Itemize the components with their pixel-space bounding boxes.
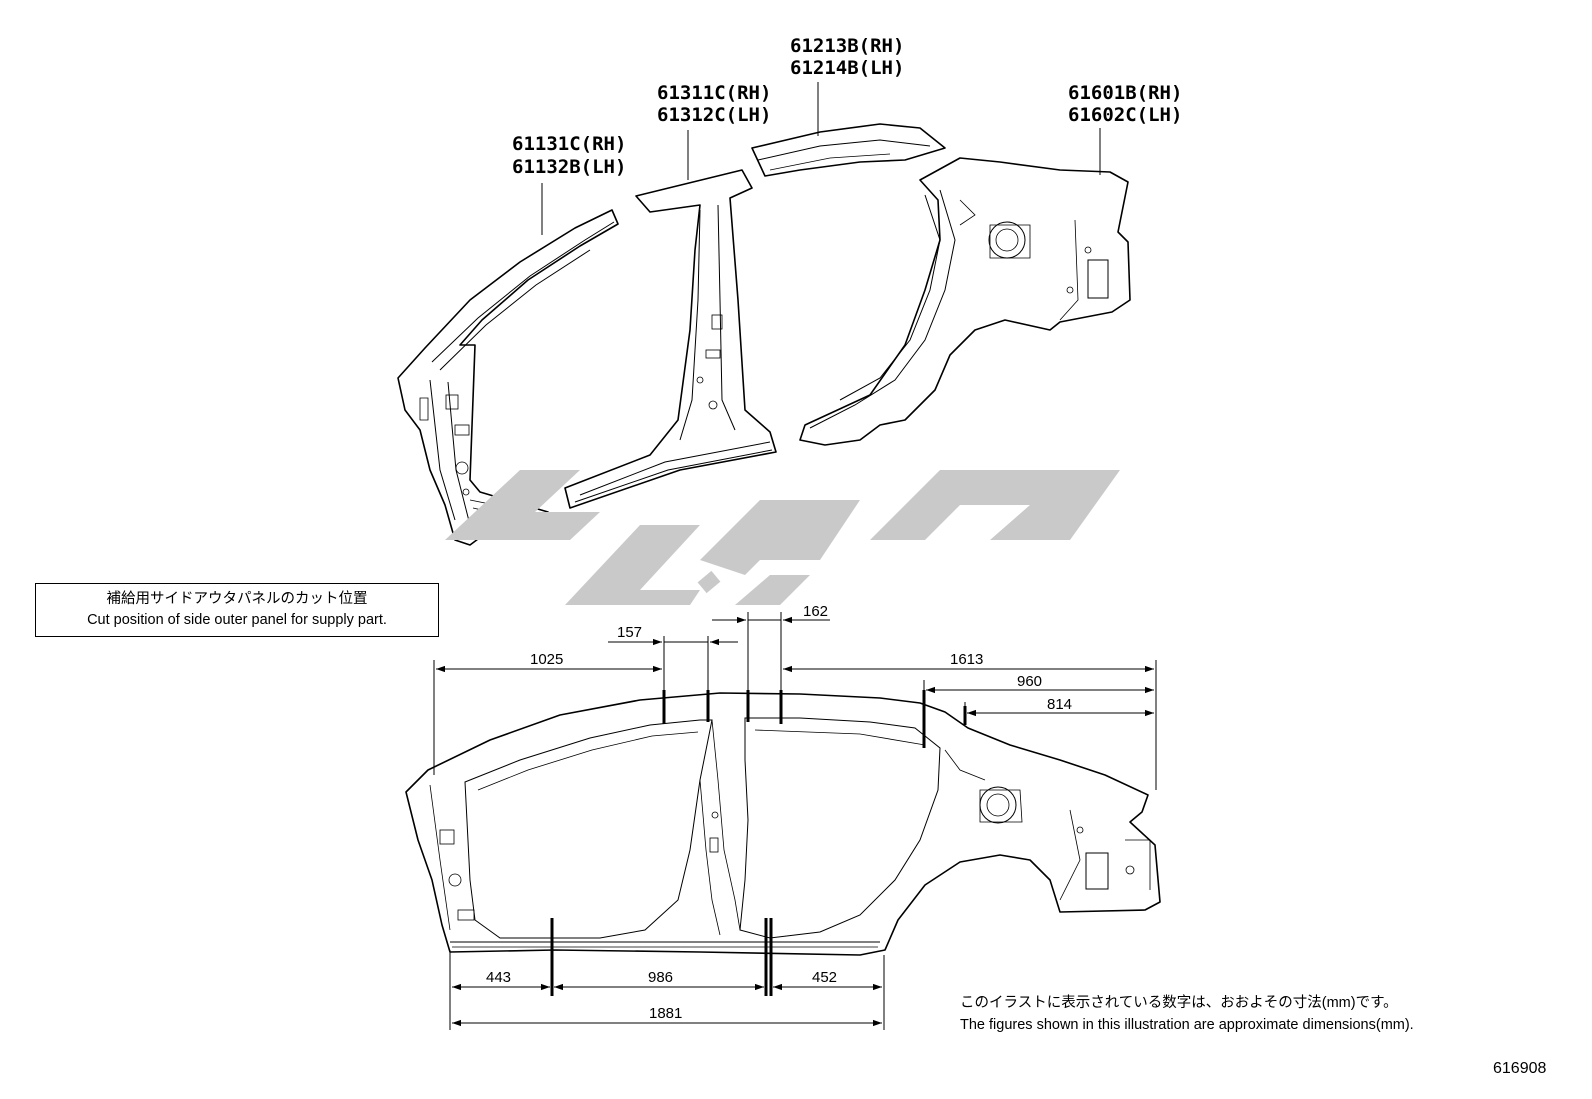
front-pillar-part [397,209,619,546]
dim-1613: 1613 [950,651,983,668]
part-label-61311: 61311C(RH) [657,82,771,104]
dim-443: 443 [486,969,511,986]
cut-lines [550,690,967,996]
dim-452: 452 [812,969,837,986]
dim-1025: 1025 [530,651,563,668]
dimension-values: 1025 157 162 1613 960 814 443 986 452 18… [486,603,1072,1022]
dim-1881: 1881 [649,1005,682,1022]
side-outer-panel-assembled [405,692,1161,956]
approx-note-japanese: このイラストに表示されている数字は、おおよその寸法(mm)です。 [960,995,1398,1011]
dim-157: 157 [617,624,642,641]
part-label-61131: 61131C(RH) [512,133,626,155]
extension-lines [433,612,1157,1030]
quarter-panel-part [799,157,1131,446]
dim-162: 162 [803,603,828,620]
approx-note-english: The figures shown in this illustration a… [960,1017,1414,1033]
part-label-61214: 61214B(LH) [790,57,904,79]
part-label-61601: 61601B(RH) [1068,82,1182,104]
assembled-view [405,692,1161,956]
part-label-61132: 61132B(LH) [512,156,626,178]
dim-986: 986 [648,969,673,986]
dim-814: 814 [1047,696,1072,713]
cut-position-note: 補給用サイドアウタパネルのカット位置 Cut position of side … [35,583,439,637]
watermark-logo [445,470,1120,605]
exploded-view: 61131C(RH) 61132B(LH) 61311C(RH) 61312C(… [397,35,1182,546]
center-pillar-part [564,169,777,509]
dim-960: 960 [1017,673,1042,690]
cut-note-english: Cut position of side outer panel for sup… [87,612,387,628]
roof-side-rail-part [751,123,946,177]
dimension-lines [436,616,1154,1027]
approximate-dimensions-note: このイラストに表示されている数字は、おおよその寸法(mm)です。 The fig… [960,992,1414,1036]
illustration-number: 616908 [1493,1060,1547,1077]
part-label-61602: 61602C(LH) [1068,104,1182,126]
part-label-61312: 61312C(LH) [657,104,771,126]
cut-note-japanese: 補給用サイドアウタパネルのカット位置 [106,591,368,607]
part-label-61213: 61213B(RH) [790,35,904,57]
